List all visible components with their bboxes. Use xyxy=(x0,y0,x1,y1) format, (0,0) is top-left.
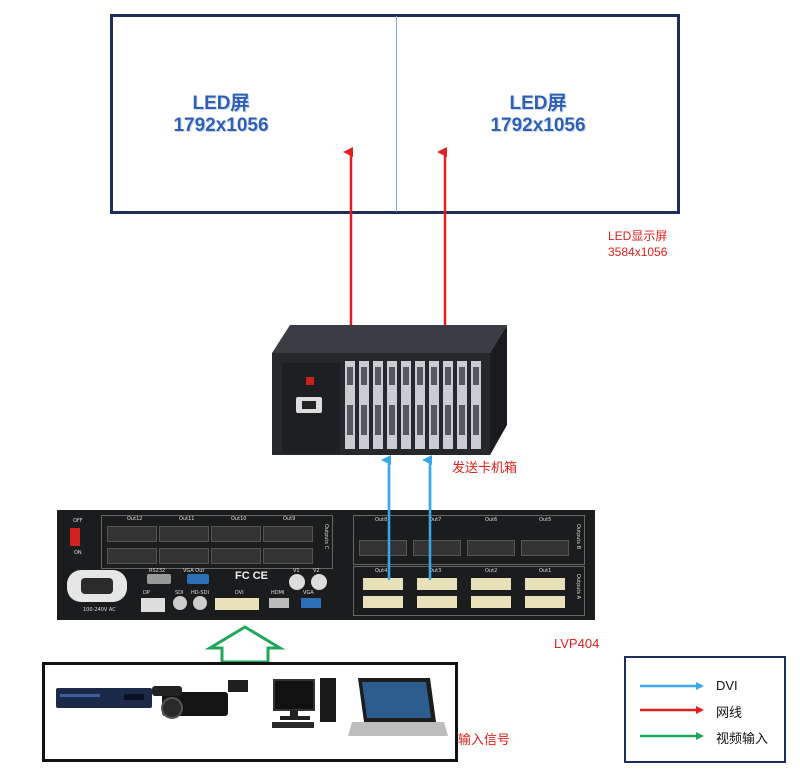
legend-network-label: 网线 xyxy=(716,705,743,720)
port-out6-label: Out6 xyxy=(485,517,498,523)
port-out7-label: Out7 xyxy=(429,517,442,523)
video-in-v1-label: V1 xyxy=(293,568,300,574)
dvi-out3-port xyxy=(417,596,457,608)
media-player-icon xyxy=(56,688,152,708)
input-dvi-port xyxy=(215,598,259,610)
legend-dvi-label: DVI xyxy=(716,678,738,693)
port-out1-label: Out1 xyxy=(539,568,552,574)
video-in-v1-port xyxy=(289,574,305,590)
input-hdmi-label: HDMI xyxy=(271,590,285,596)
group-b-label: Outputs B xyxy=(575,524,581,549)
input-signal-label: 输入信号 xyxy=(458,732,511,747)
port-out10-label: Out10 xyxy=(231,516,247,522)
camcorder-icon xyxy=(152,680,248,719)
port-out8-label: Out8 xyxy=(375,517,388,523)
led-screen xyxy=(110,14,680,214)
rs232-port xyxy=(147,574,171,584)
power-switch-off-label: OFF xyxy=(73,518,83,524)
cert-marks: FC CE xyxy=(235,570,268,582)
video-in-v2-port xyxy=(311,574,327,590)
power-rating: 100-240V AC xyxy=(83,607,116,613)
lvp404-rear-panel: OFF ON 100-240V AC Out12 Out11 Out10 Out… xyxy=(57,510,595,620)
input-vga-label: VGA xyxy=(303,590,314,596)
legend xyxy=(624,656,786,763)
input-dvi-label: DVI xyxy=(235,590,244,596)
input-sdi-port xyxy=(173,596,187,610)
input-hdmi-port xyxy=(269,598,289,608)
video-in-v2-label: V2 xyxy=(313,568,320,574)
led-screen-caption-resolution: 3584x1056 xyxy=(608,245,668,259)
led-panel-right: LED屏 1792x1056 xyxy=(428,88,648,137)
led-panel-left: LED屏 1792x1056 xyxy=(111,88,331,137)
port-out5-label: Out5 xyxy=(539,517,552,523)
port-out11-label: Out11 xyxy=(179,516,195,522)
led-panel-left-title: LED屏 xyxy=(192,93,250,114)
port-out4-label: Out4 xyxy=(375,568,388,574)
output-group-c xyxy=(101,515,333,569)
port-out3-label: Out3 xyxy=(429,568,442,574)
port-out9-label: Out9 xyxy=(283,516,296,522)
input-hdsdi-port xyxy=(193,596,207,610)
vga-out-label: VGA Out xyxy=(183,568,205,574)
group-c-label: Outputs C xyxy=(323,524,329,550)
vga-out-port xyxy=(187,574,209,584)
dvi-out2-port xyxy=(471,596,511,608)
power-switch xyxy=(70,528,80,546)
led-panel-right-title: LED屏 xyxy=(509,93,567,114)
output-group-b xyxy=(353,515,585,565)
desktop-computer-icon xyxy=(272,678,336,728)
power-socket xyxy=(67,570,127,602)
led-screen-caption: LED显示屏 3584x1056 xyxy=(608,228,667,260)
power-switch-on-label: ON xyxy=(74,550,82,556)
input-dp-label: DP xyxy=(143,590,150,596)
led-screen-caption-title: LED显示屏 xyxy=(608,229,668,243)
port-out12-label: Out12 xyxy=(127,516,143,522)
output-group-a xyxy=(353,566,585,616)
input-devices xyxy=(56,678,448,736)
input-dp-port xyxy=(141,598,165,612)
video-input-arrow xyxy=(204,625,286,664)
group-a-label: Outputs A xyxy=(575,574,581,599)
input-sdi-label: SDI xyxy=(175,590,184,596)
sending-box-label: 发送卡机箱 xyxy=(452,460,518,475)
chassis-power-switch xyxy=(306,377,314,385)
lvp404-label: LVP404 xyxy=(554,636,600,651)
led-panel-right-resolution: 1792x1056 xyxy=(490,115,586,136)
port-out2-label: Out2 xyxy=(485,568,498,574)
dvi-out4-port xyxy=(363,596,403,608)
laptop-icon xyxy=(348,678,448,736)
legend-video-label: 视频输入 xyxy=(716,731,769,746)
input-vga-port xyxy=(301,598,321,608)
dvi-out1-port xyxy=(525,596,565,608)
input-hdsdi-label: HD-SDI xyxy=(191,590,209,596)
screen-divider xyxy=(396,16,397,212)
sending-card-chassis xyxy=(272,325,507,455)
legend-arrows xyxy=(640,682,704,740)
led-panel-left-resolution: 1792x1056 xyxy=(173,115,269,136)
rs232-label: RS232 xyxy=(149,568,166,574)
